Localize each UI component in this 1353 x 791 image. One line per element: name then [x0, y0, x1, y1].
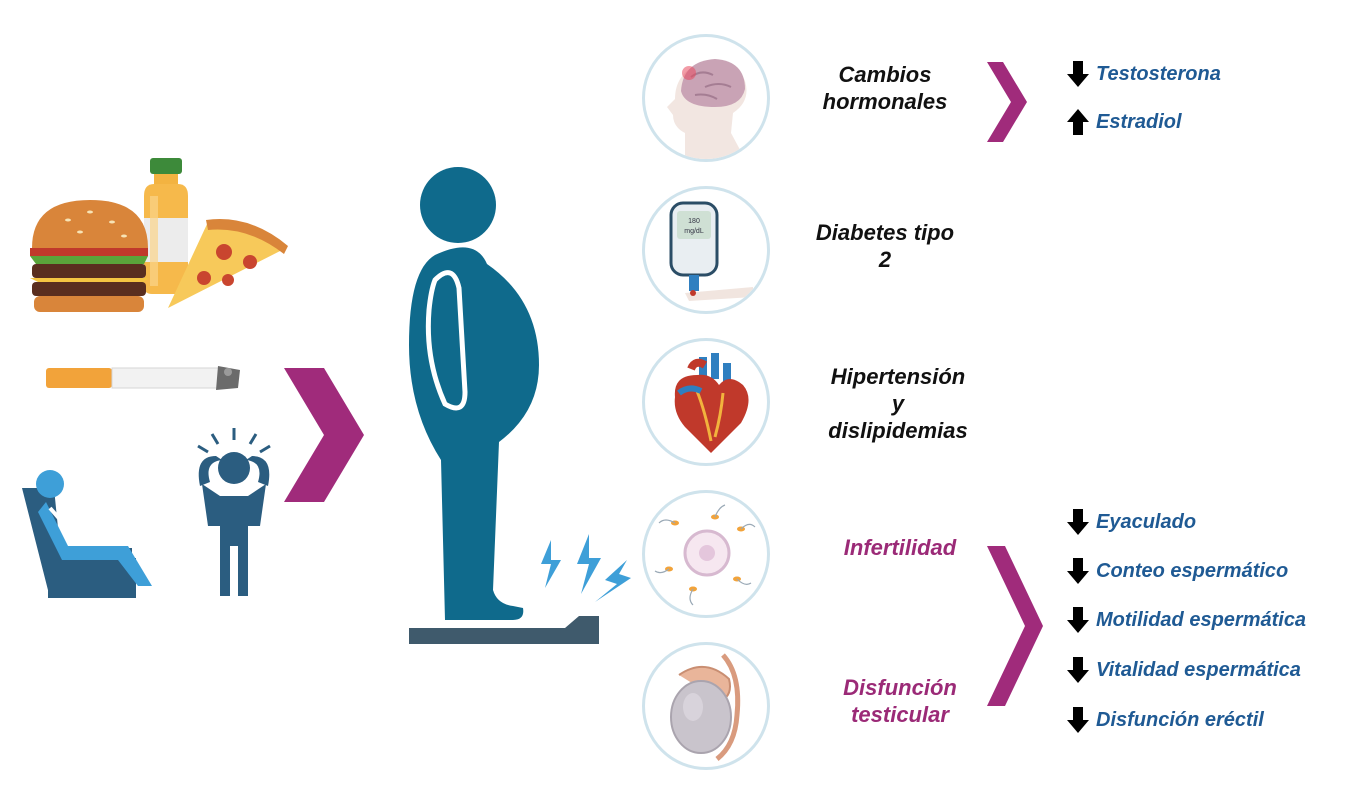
glucometer-circle: 180 mg/dL — [642, 186, 770, 314]
glucometer-icon: 180 mg/dL — [669, 201, 753, 301]
effect-label: Estradiol — [1096, 110, 1182, 133]
condition-label-hypertension-line-2: y — [891, 390, 905, 416]
testis-icon — [670, 653, 741, 761]
brain-icon — [667, 59, 747, 159]
condition-label-hypertension-line-1: Hipertensión — [830, 364, 966, 389]
svg-text:mg/dL: mg/dL — [684, 228, 704, 235]
effect-estradiol: Estradiol — [1066, 108, 1182, 136]
sperm-egg-circle — [642, 490, 770, 618]
svg-text:180: 180 — [688, 218, 700, 225]
condition-label-diabetes-line-2: 2 — [878, 246, 892, 272]
effect-label: Eyaculado — [1096, 510, 1197, 533]
condition-label-hypertension: Hipertensión y dislipidemias — [808, 364, 988, 444]
reproductive-chevron — [987, 546, 1043, 706]
condition-label-diabetes-line-1: Diabetes tipo — [815, 220, 955, 245]
stress-icon — [197, 428, 271, 596]
obese-man-on-scale-icon — [409, 167, 631, 644]
effect-label: Disfunción eréctil — [1096, 708, 1264, 731]
causes-group — [20, 150, 288, 610]
sperm-egg-icon — [654, 504, 756, 606]
effect-label: Testosterona — [1096, 62, 1221, 85]
effect-label: Motilidad espermática — [1096, 608, 1307, 631]
effect-eyaculado: Eyaculado — [1066, 508, 1196, 536]
cause-arrow-chevron — [284, 368, 364, 502]
condition-label-infertility-line-1: Infertilidad — [843, 535, 957, 560]
fast-food-icon — [30, 158, 288, 312]
effect-disfuncion-erectil: Disfunción eréctil — [1066, 706, 1264, 734]
testis-circle — [642, 642, 770, 770]
sedentary-icon — [22, 470, 152, 598]
condition-label-hormonal-line-2: hormonales — [822, 88, 948, 114]
hormonal-chevron — [987, 62, 1027, 142]
condition-label-testicular: Disfunción testicular — [820, 675, 980, 729]
effect-testosterona: Testosterona — [1066, 60, 1221, 88]
condition-label-testicular-line-1: Disfunción — [843, 675, 957, 700]
condition-label-diabetes: Diabetes tipo 2 — [800, 220, 970, 274]
down-arrow-icon — [1067, 61, 1089, 87]
condition-label-testicular-line-2: testicular — [851, 701, 949, 727]
brain-circle — [642, 34, 770, 162]
heart-circle — [642, 338, 770, 466]
condition-label-infertility: Infertilidad — [820, 535, 980, 562]
down-arrow-icon — [1067, 657, 1089, 683]
effect-label: Vitalidad espermática — [1096, 658, 1301, 681]
down-arrow-icon — [1067, 509, 1089, 535]
condition-label-hormonal: Cambios hormonales — [800, 62, 970, 116]
down-arrow-icon — [1067, 558, 1089, 584]
effect-conteo: Conteo espermático — [1066, 557, 1288, 585]
effect-label: Conteo espermático — [1096, 559, 1289, 582]
down-arrow-icon — [1067, 707, 1089, 733]
condition-label-hormonal-line-1: Cambios — [838, 62, 932, 87]
down-arrow-icon — [1067, 607, 1089, 633]
heart-icon — [674, 353, 749, 453]
up-arrow-icon — [1067, 109, 1089, 135]
condition-label-hypertension-line-3: dislipidemias — [828, 417, 968, 443]
cigarette-icon — [46, 366, 240, 390]
effect-vitalidad: Vitalidad espermática — [1066, 656, 1301, 684]
effect-motilidad: Motilidad espermática — [1066, 606, 1306, 634]
